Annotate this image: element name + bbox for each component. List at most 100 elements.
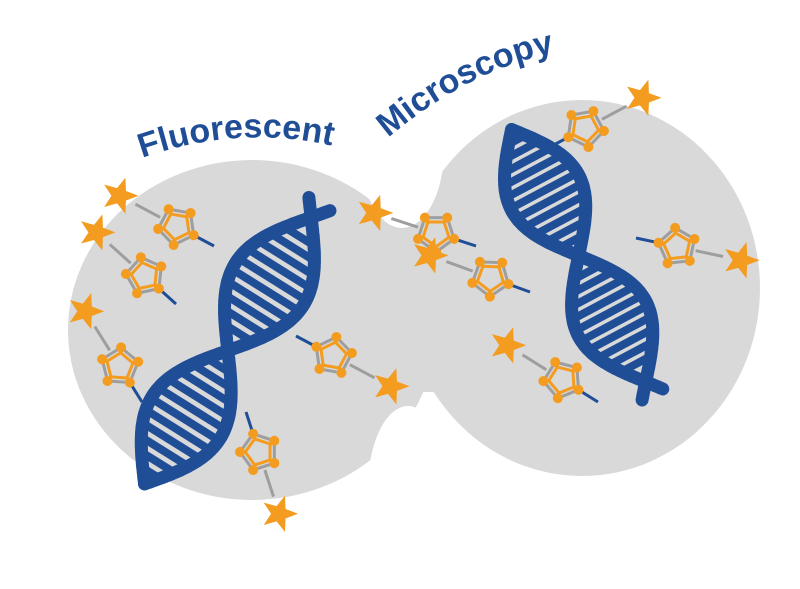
dna-double-helix-icon-left [134, 191, 337, 491]
base-pair-rung [256, 237, 316, 279]
ring-atom [689, 234, 700, 245]
ring-atom [153, 223, 164, 234]
fluorescent-star-icon [375, 368, 410, 405]
ring-atom [538, 376, 549, 387]
fluorescent-star-icon [414, 237, 449, 274]
ring-atom [573, 384, 584, 395]
ring-atom [97, 354, 108, 365]
pentagon-ring [234, 428, 280, 476]
ring-atom [336, 367, 347, 378]
star-linker [263, 469, 275, 498]
fluorescent-star-icon [263, 495, 299, 532]
fluorescent-star-icon [725, 242, 760, 279]
base-pair-rung [268, 230, 317, 265]
pentagon-ring [97, 342, 144, 388]
base-pair-rung [165, 375, 231, 421]
base-pair-rung [245, 245, 313, 292]
base-pair-rung [514, 179, 585, 222]
bridge-notch-top [360, 72, 444, 228]
base-pair-rung [570, 282, 637, 323]
ring-atom [662, 258, 673, 269]
ring-inner-bonds [421, 220, 451, 249]
base-pair-rung [156, 384, 227, 433]
star-linker [445, 260, 474, 273]
star-linker [134, 202, 161, 219]
base-pair-rung [569, 274, 627, 311]
fluorophore-label-2 [81, 214, 178, 306]
fluorophore-label-1 [104, 177, 215, 250]
fluorophore-label-7 [547, 79, 662, 152]
base-pair-rung [140, 419, 203, 463]
ring-atom [188, 230, 199, 241]
fluorescent-star-icon [491, 327, 527, 364]
fluorescent-star-icon [358, 194, 394, 232]
backbone-strand [134, 191, 321, 491]
base-pair-rung [502, 151, 564, 189]
base-pair-rung [504, 159, 573, 202]
dna-layer [134, 123, 670, 491]
dna-double-helix-icon-right [497, 123, 670, 407]
ring-atom [412, 233, 423, 244]
fluorescent-star-icon [627, 79, 662, 116]
ring-inner-bonds [661, 231, 692, 261]
star-linker [601, 104, 628, 121]
ring-atom [120, 268, 131, 279]
pentagon-ring [412, 212, 460, 258]
ring-atom [474, 256, 485, 267]
star-linker [521, 353, 548, 371]
bridge-notch-bottom [368, 406, 448, 570]
base-pair-rung [508, 169, 580, 213]
pentagon-ring [311, 332, 357, 378]
pentagon-ring [653, 222, 700, 269]
pentagon-ring [563, 106, 609, 152]
ring-atom [484, 291, 495, 302]
star-linker [695, 249, 724, 258]
base-pair-rung [225, 278, 293, 324]
fluorescent-star-icon [69, 293, 105, 330]
fluorophore-label-8 [635, 222, 760, 279]
backbone-strand [497, 123, 660, 407]
ring-atom [552, 393, 563, 404]
star-linker [93, 325, 111, 352]
star-linker [390, 217, 419, 229]
base-pair-rung [579, 301, 650, 345]
ring-atom [467, 277, 478, 288]
ring-atom [124, 377, 135, 388]
star-linker [349, 363, 376, 380]
base-pair-rungs [139, 223, 317, 482]
ring-atom [248, 465, 259, 476]
base-pair-rung [148, 394, 221, 444]
ring-inner-bonds [546, 365, 576, 395]
ring-atom [234, 446, 245, 457]
ring-atom [168, 239, 179, 250]
base-pair-rung [533, 204, 588, 239]
backbone-strand [138, 204, 337, 491]
base-pair-rung [143, 406, 213, 454]
ring-inner-bonds [475, 264, 506, 294]
ring-inner-bonds [319, 340, 349, 370]
ring-atom [133, 356, 144, 367]
ring-atom [566, 110, 577, 121]
base-pair-rung [586, 313, 654, 354]
fluorophore-layer [69, 79, 760, 532]
base-pair-rung [139, 433, 191, 470]
base-pair-rung [574, 291, 645, 335]
ring-atom [331, 332, 342, 343]
ring-atom [449, 233, 460, 244]
ring-inner-bonds [243, 437, 272, 467]
ring-atom [248, 428, 259, 439]
pentagon-ring [467, 256, 514, 302]
ring-atom [503, 279, 514, 290]
ring-inner-bonds [129, 260, 159, 291]
ring-atom [116, 342, 127, 353]
base-pair-rung [502, 144, 553, 176]
base-pair-rung [223, 291, 282, 332]
pentagon-ring [153, 204, 199, 250]
base-pair-rung [596, 325, 655, 362]
ring-atom [269, 435, 280, 446]
base-pair-rung [177, 367, 233, 407]
backbone-strand [505, 123, 670, 396]
fluorescent-star-icon [104, 177, 139, 214]
base-pair-rung [229, 265, 302, 315]
